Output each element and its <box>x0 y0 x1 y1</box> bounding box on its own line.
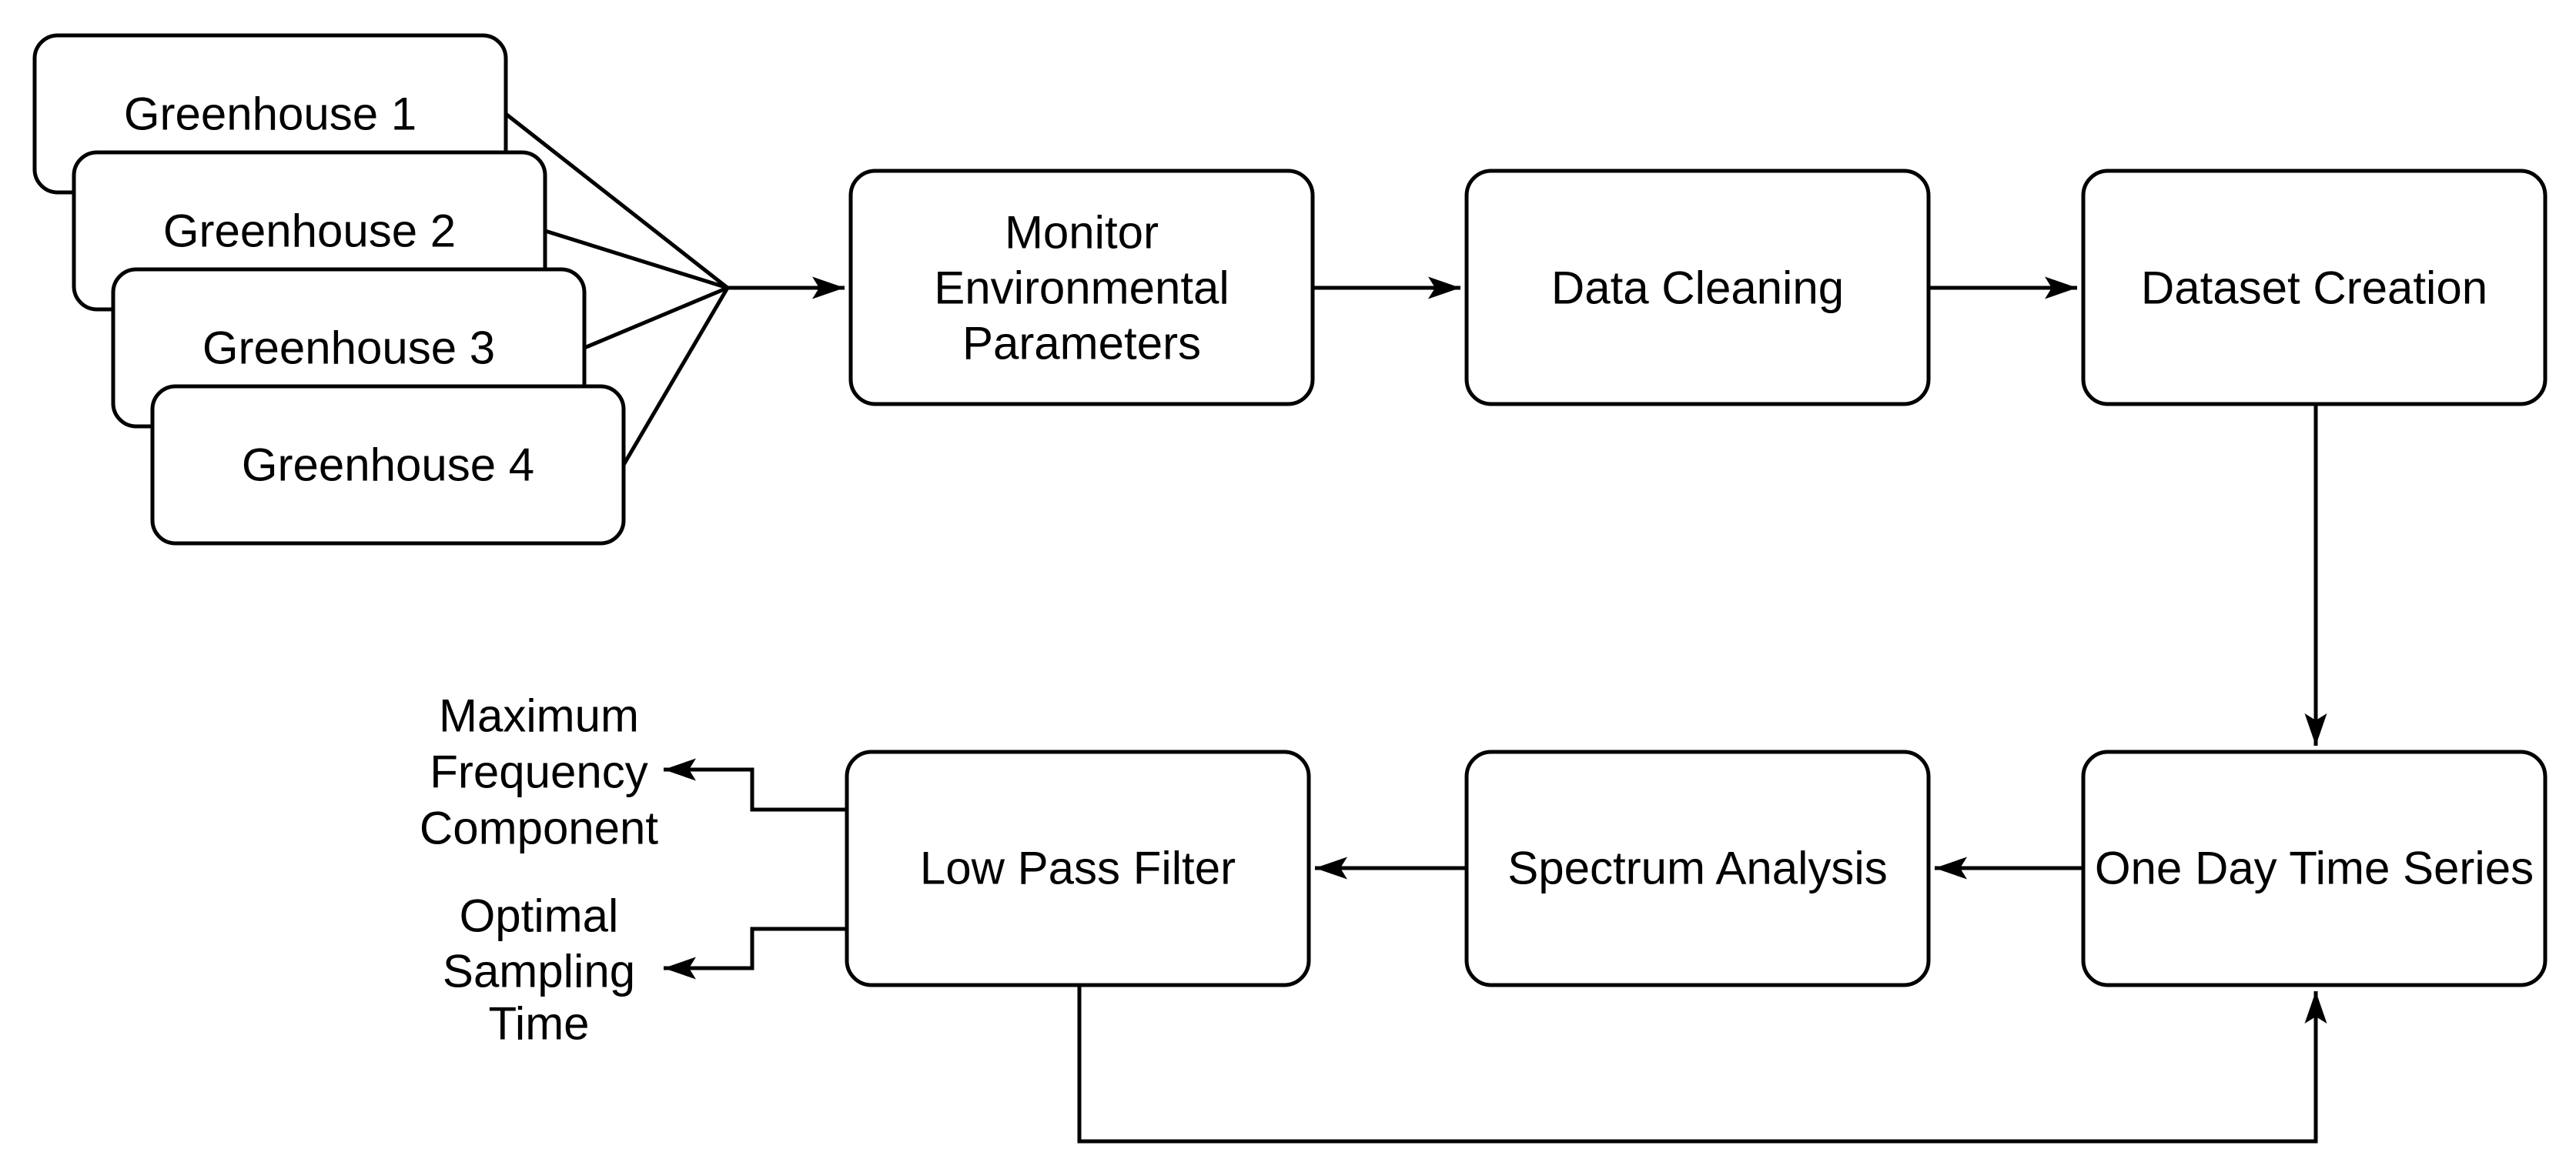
edge-greenhouse-2-to-monitor <box>544 229 728 290</box>
optimal-sampling-time-line-1: Optimal <box>460 890 619 942</box>
edge-low-pass-filter-to-maximum-frequency-component <box>664 758 847 812</box>
maximum-frequency-component-line-2: Frequency <box>430 746 647 798</box>
edge-greenhouse-3-to-monitor <box>584 286 728 350</box>
node-greenhouse-1-label: Greenhouse 1 <box>124 89 417 140</box>
node-one-day-time-series: One Day Time Series <box>2081 750 2548 987</box>
edge-greenhouse-4-to-monitor <box>621 286 730 466</box>
maximum-frequency-component-line-1: Maximum <box>439 690 639 742</box>
node-greenhouse-3-label: Greenhouse 3 <box>202 322 495 374</box>
edge-low-pass-filter-feedback-to-one-day-time-series <box>1077 985 2327 1144</box>
maximum-frequency-component-line-3: Component <box>420 803 659 854</box>
optimal-sampling-time-line-3: Time <box>488 998 589 1050</box>
output-label-optimal-sampling-time: Optimal Sampling Time <box>443 890 635 1050</box>
node-data-cleaning: Data Cleaning <box>1464 169 1931 406</box>
node-dataset-creation: Dataset Creation <box>2081 169 2548 406</box>
node-spectrum-analysis-label: Spectrum Analysis <box>1507 843 1888 894</box>
node-spectrum-analysis: Spectrum Analysis <box>1464 750 1931 987</box>
output-label-maximum-frequency-component: Maximum Frequency Component <box>420 690 659 854</box>
node-greenhouse-2-label: Greenhouse 2 <box>163 205 456 257</box>
node-monitor-label-line-1: Monitor <box>1005 207 1159 259</box>
node-dataset-creation-label: Dataset Creation <box>2141 262 2487 314</box>
edge-low-pass-filter-to-optimal-sampling-time <box>664 927 847 980</box>
node-greenhouse-4: Greenhouse 4 <box>150 384 626 546</box>
node-low-pass-filter-label: Low Pass Filter <box>920 843 1236 894</box>
node-data-cleaning-label: Data Cleaning <box>1551 262 1844 314</box>
node-monitor-label-line-3: Parameters <box>962 318 1201 369</box>
edge-greenhouse-1-to-monitor <box>504 112 729 289</box>
node-greenhouse-4-label: Greenhouse 4 <box>242 439 534 491</box>
node-monitor-environmental-parameters: Monitor Environmental Parameters <box>848 169 1315 406</box>
node-one-day-time-series-label: One Day Time Series <box>2095 843 2534 894</box>
optimal-sampling-time-line-2: Sampling <box>443 946 635 997</box>
node-low-pass-filter: Low Pass Filter <box>845 750 1311 987</box>
node-monitor-label-line-2: Environmental <box>934 262 1229 314</box>
